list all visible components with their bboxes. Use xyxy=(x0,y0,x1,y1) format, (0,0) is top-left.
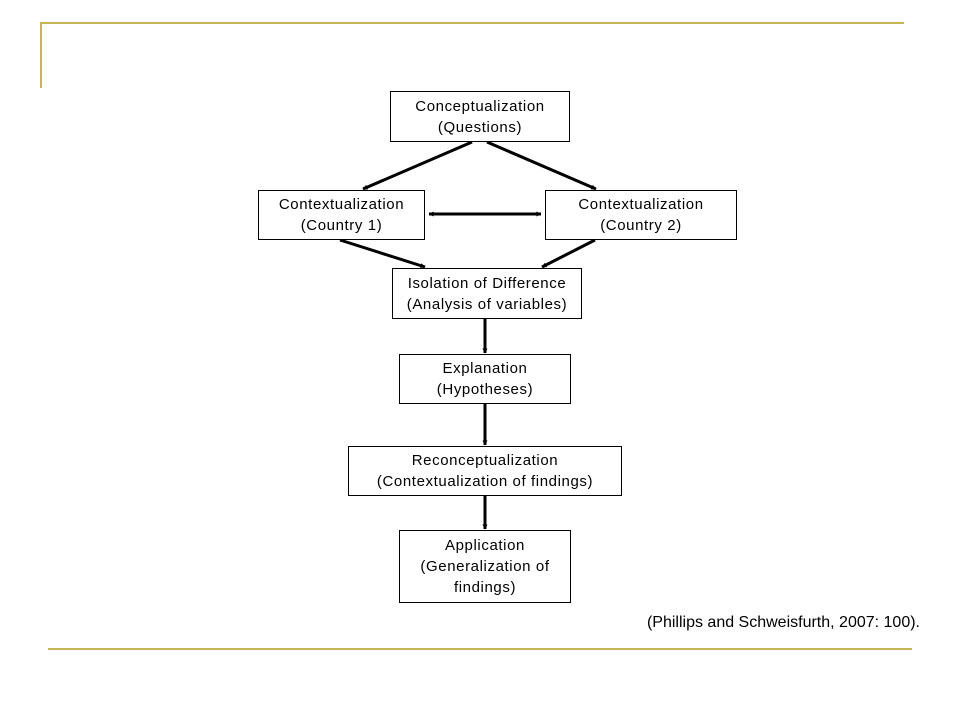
top-rule xyxy=(40,22,904,24)
node-line: (Country 2) xyxy=(600,217,682,234)
left-rule xyxy=(40,22,42,88)
node-line: (Analysis of variables) xyxy=(406,295,568,313)
node-line: Contextualization xyxy=(278,196,405,213)
arrow-conceptualization-to-context1 xyxy=(362,140,473,191)
node-isolation-of-difference: Isolation of Difference (Analysis of var… xyxy=(392,268,582,319)
arrow-context1-to-isolation xyxy=(339,238,426,269)
citation: (Phillips and Schweisfurth, 2007: 100). xyxy=(646,614,920,631)
arrow-context2-to-isolation xyxy=(541,238,596,269)
node-line: (Hypotheses) xyxy=(436,381,534,398)
node-line: Isolation of Difference xyxy=(407,274,567,292)
bottom-rule xyxy=(48,648,912,650)
node-line: (Contextualization of findings) xyxy=(376,473,594,490)
node-line: (Questions) xyxy=(437,118,523,136)
node-line: Explanation xyxy=(442,360,528,377)
node-line: findings) xyxy=(453,579,517,596)
node-explanation: Explanation (Hypotheses) xyxy=(399,354,571,404)
node-line: Conceptualization xyxy=(415,97,545,115)
node-line: (Country 1) xyxy=(300,217,383,234)
node-line: Reconceptualization xyxy=(411,452,559,469)
node-reconceptualization: Reconceptualization (Contextualization o… xyxy=(348,446,622,496)
node-line: Application xyxy=(445,537,525,554)
node-conceptualization: Conceptualization (Questions) xyxy=(390,91,570,142)
node-line: (Generalization of xyxy=(420,558,550,575)
node-contextualization-country-1: Contextualization (Country 1) xyxy=(258,190,425,240)
node-contextualization-country-2: Contextualization (Country 2) xyxy=(545,190,737,240)
node-line: Contextualization xyxy=(578,196,704,213)
node-application: Application (Generalization of findings) xyxy=(399,530,571,603)
arrow-conceptualization-to-context2 xyxy=(486,140,597,191)
